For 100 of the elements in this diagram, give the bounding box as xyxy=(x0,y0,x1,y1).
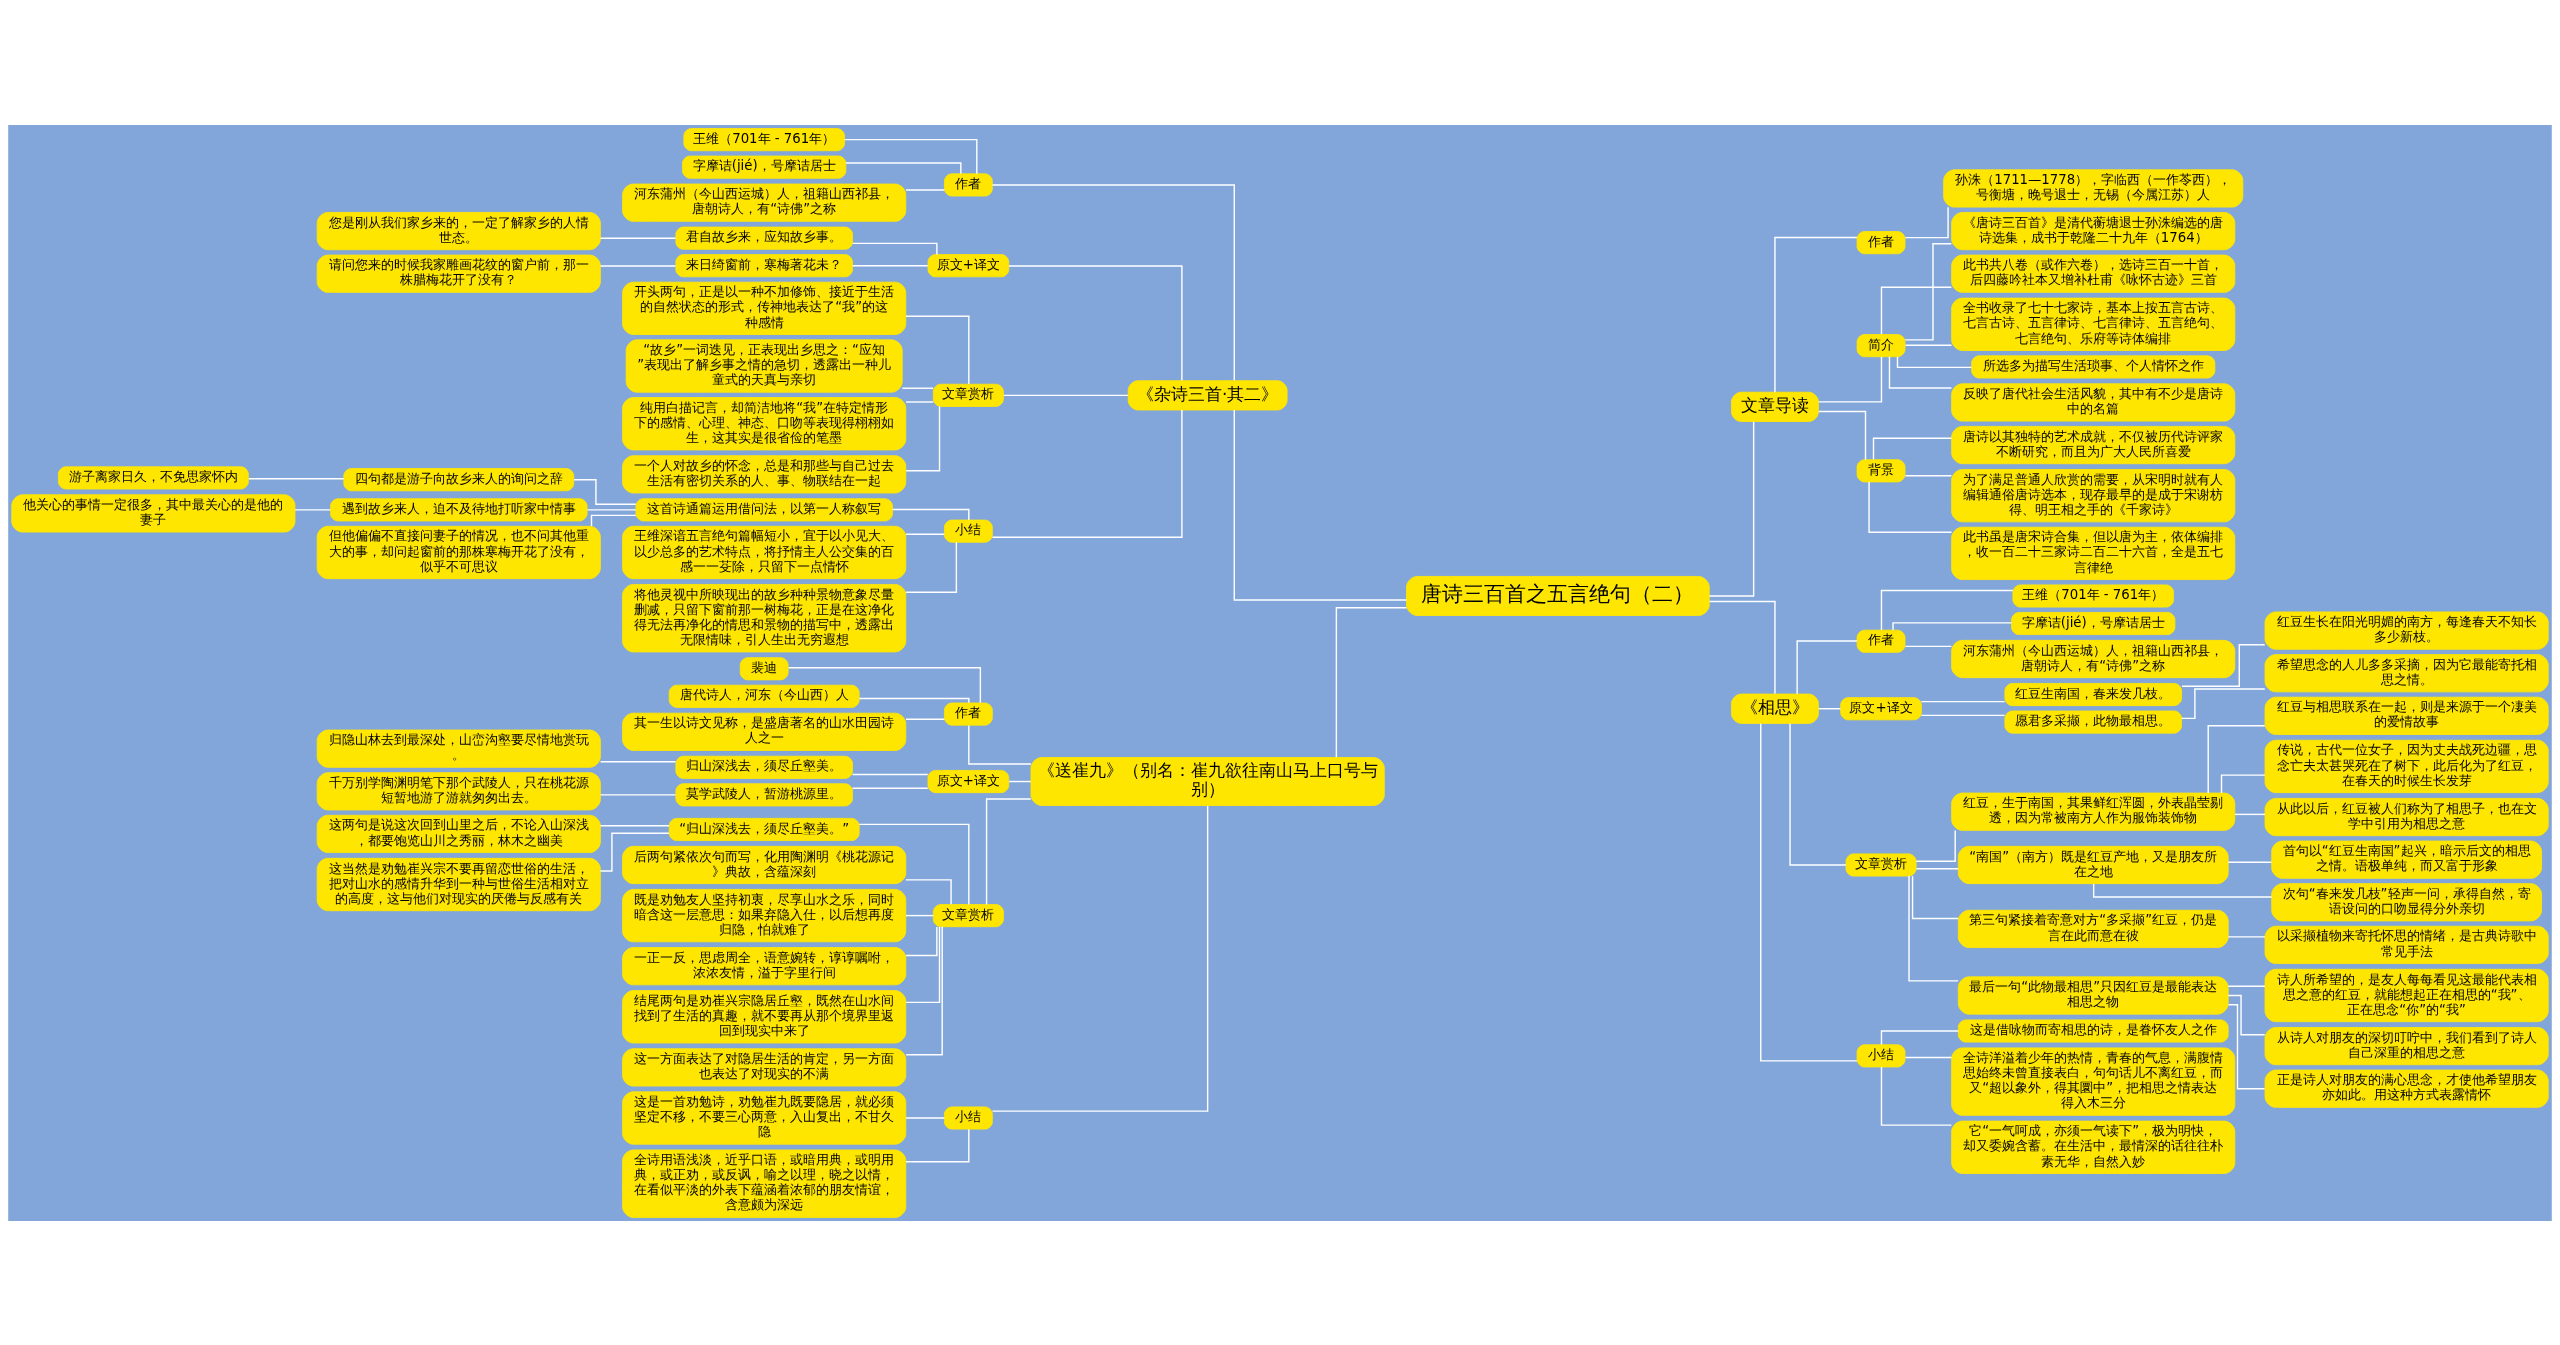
node-box: 河东蒲州（今山西运城）人，祖籍山西祁县，唐朝诗人，有“诗佛”之称 xyxy=(1951,639,2236,678)
node-box: 这两句是说这次回到山里之后，不论入山深浅，都要饱览山川之秀丽，林木之幽美 xyxy=(316,814,601,853)
connector xyxy=(599,237,677,239)
connector xyxy=(2220,773,2266,794)
connector xyxy=(2227,994,2266,1035)
connector xyxy=(851,242,938,255)
connector xyxy=(991,408,1183,538)
connector xyxy=(586,508,637,511)
node-box: 字摩诘(jié)，号摩诘居士 xyxy=(2011,611,2176,635)
connector xyxy=(1920,700,2006,702)
node-box: 后两句紧依次句而写，化用陶渊明《桃花源记》典故，含蕴深刻 xyxy=(622,845,907,884)
node-box: 简介 xyxy=(1856,333,1906,357)
node-box: 文章导读 xyxy=(1731,391,1819,422)
node-box: 字摩诘(jié)，号摩诘居士 xyxy=(682,155,847,179)
connector xyxy=(1880,1065,1953,1126)
node-box: 孙洙（1711—1778），字临西（一作苓西），号衡塘，晚号退士，无锡（今属江苏）人 xyxy=(1943,168,2244,208)
connector xyxy=(2227,935,2266,938)
connector xyxy=(905,188,946,191)
node-box: 背景 xyxy=(1856,458,1906,482)
node-box: 它“一气呵成，亦须一气读下”，极为明快，却又委婉含蓄。在生活中，最情深的话往往朴素无华，自然入妙 xyxy=(1951,1120,2236,1174)
node-box: 河东蒲州（今山西运城）人，祖籍山西祁县，唐朝诗人，有“诗佛”之称 xyxy=(622,183,907,222)
node-box: 此书虽是唐宋诗合集，但以唐为主，依体编排，收一百二十三家诗二百二十六首，全是五七言律绝 xyxy=(1951,526,2236,580)
connector xyxy=(1708,420,1755,597)
node-box: 游子离家日久，不免思家怀内 xyxy=(57,465,249,489)
connector xyxy=(843,138,978,174)
node-box: 这是一首劝勉诗，劝勉崔九既要隐居，就必须坚定不移，不要三心两意，入山复出，不甘久隐 xyxy=(622,1090,907,1145)
connector xyxy=(2234,813,2266,815)
node-box: 这当然是劝勉崔兴宗不要再留恋世俗的生活，把对山水的感情升华到一种与世俗生活相对立的高度，这与他们对现实的厌倦与反感有关 xyxy=(316,857,601,911)
connector xyxy=(1817,410,1867,460)
node-box: 全诗用语浅淡，近乎口语，或暗用典，或明用典，或正劝，或反讽，喻之以理，晓之以情，在看似平淡的外表下蕴涵着浓郁的朋友情谊，含意颇为深远 xyxy=(622,1149,907,1218)
node-box: 小结 xyxy=(943,1105,993,1130)
connector xyxy=(1904,206,1949,238)
node-box: 原文+译文 xyxy=(927,769,1010,793)
connector xyxy=(1904,343,1953,346)
node-box: 四句都是游子向故乡来人的询问之辞 xyxy=(343,467,575,491)
connector xyxy=(1708,600,1776,695)
node-box: 从诗人对朋友的深切叮咛中，我们看到了诗人自己深重的相思之意 xyxy=(2264,1026,2549,1065)
connector xyxy=(2180,687,2266,719)
node-box: 王维深谙五言绝句篇幅短小，宜于以小见大、以少总多的艺术特点，将抒情主人公交集的百感一一芟除，只留下一点情怀 xyxy=(622,525,907,579)
connector xyxy=(851,787,929,789)
node-box: 以采撷植物来寄托怀思的情绪，是古典诗歌中常见手法 xyxy=(2264,925,2549,964)
node-box: 您是刚从我们家乡来的，一定了解家乡的人情世态。 xyxy=(316,211,601,250)
connector xyxy=(905,1128,970,1162)
node-box: 纯用白描记言，却简洁地将“我”在特定情形下的感情、心理、神态、口吻等表现得栩栩如生，这其实是很省俭的笔墨 xyxy=(622,396,907,450)
connector xyxy=(905,925,938,956)
connector xyxy=(1872,436,1953,460)
connector xyxy=(1915,829,1956,862)
node-box: 最后一句“此物最相思”只因红豆是最能表达相思之物 xyxy=(1957,975,2229,1015)
node-box: “归山深浅去，须尽丘壑美。” xyxy=(668,817,860,841)
node-box: 唐诗三百首之五言绝句（二） xyxy=(1406,575,1710,616)
node-box: 这首诗通篇运用借问法，以第一人称叙写 xyxy=(635,497,893,521)
connector xyxy=(1335,606,1408,758)
node-box: 裴迪 xyxy=(739,656,789,680)
node-box: 君自故乡来，应知故乡事。 xyxy=(675,226,853,250)
connector xyxy=(1003,394,1129,396)
connector xyxy=(1796,639,1858,695)
node-box: 反映了唐代社会生活风貌，其中有不少是唐诗中的名篇 xyxy=(1951,382,2236,422)
node-box: 红豆与相思联系在一起，则是来源于一个凄美的爱情故事 xyxy=(2264,696,2549,735)
node-box: 此书共八卷（或作六卷），选诗三百一十首，后四藤吟社本又增补杜甫《咏怀古迹》三首 xyxy=(1951,254,2236,293)
node-box: 《相思》 xyxy=(1731,693,1819,724)
connector xyxy=(905,533,946,535)
connector xyxy=(1911,875,1959,919)
connector xyxy=(1888,355,1953,389)
node-box: 一个人对故乡的怀念，总是和那些与自己过去生活有密切关系的人、事、物联结在一起 xyxy=(622,454,907,493)
node-box: 莫学武陵人，暂游桃源里。 xyxy=(675,782,853,806)
node-box: 王维（701年 - 761年） xyxy=(2012,583,2175,608)
node-box: “南国”（南方）既是红豆产地，又是朋友所在之地 xyxy=(1957,845,2229,884)
connector xyxy=(1233,408,1408,601)
connector xyxy=(599,793,677,796)
connector xyxy=(2227,861,2273,863)
connector xyxy=(1868,480,1953,533)
node-box: 这一方面表达了对隐居生活的肯定，另一方面也表达了对现实的不满 xyxy=(622,1047,907,1086)
connector xyxy=(905,315,970,385)
node-box: 小结 xyxy=(943,519,993,543)
node-box: 次句“春来发几枝”轻声一问，承得自然，寄语设问的口吻显得分外亲切 xyxy=(2271,882,2543,921)
node-box: 唐代诗人，河东（今山西）人 xyxy=(668,684,860,708)
connector xyxy=(845,161,962,174)
node-box: 开头两句，正是以一种不加修饰、接近于生活的自然状态的形式，传神地表达了“我”的这种感情 xyxy=(622,281,907,335)
connector xyxy=(1774,236,1858,393)
node-box: 首句以“红豆生南国”起兴，暗示后文的相思之情。语极单纯，而又富于形象 xyxy=(2271,840,2543,879)
node-box: 王维（701年 - 761年） xyxy=(683,127,845,151)
connector xyxy=(851,264,929,266)
connector xyxy=(599,760,677,762)
node-box: “故乡”一词迭见，正表现出乡思之：“应知”表现出了解乡事之情的急切，透露出一种儿童式的天真与亲切 xyxy=(625,338,903,393)
node-box: 这是借咏物而寄相思的诗，是眷怀友人之作 xyxy=(1957,1018,2229,1043)
node-box: 文章赏析 xyxy=(1845,852,1917,877)
connector xyxy=(573,478,637,505)
connector xyxy=(248,477,345,479)
connector xyxy=(858,697,970,703)
connector xyxy=(905,914,934,916)
node-box: 愿君多采撷，此物最相思。 xyxy=(2004,710,2182,734)
node-box: 全诗洋溢着少年的热情，青春的气息，满腹情思始终未曾直接表白，句句话儿不离红豆，而又“超以象外，得其圜中”，把相思之情表达得入木三分 xyxy=(1951,1046,2236,1116)
connector xyxy=(968,724,1032,765)
connector xyxy=(599,264,677,267)
node-box: 其一生以诗文见称，是盛唐著名的山水田园诗人之一 xyxy=(622,712,907,751)
node-box: 传说，古代一位女子，因为丈夫战死边疆，思念亡夫太甚哭死在了树下，此后化为了红豆，在春天的时候生长发芽 xyxy=(2264,739,2549,793)
connector xyxy=(1920,714,2006,716)
connector xyxy=(599,824,670,826)
connector xyxy=(851,773,929,775)
connector xyxy=(905,925,943,1056)
